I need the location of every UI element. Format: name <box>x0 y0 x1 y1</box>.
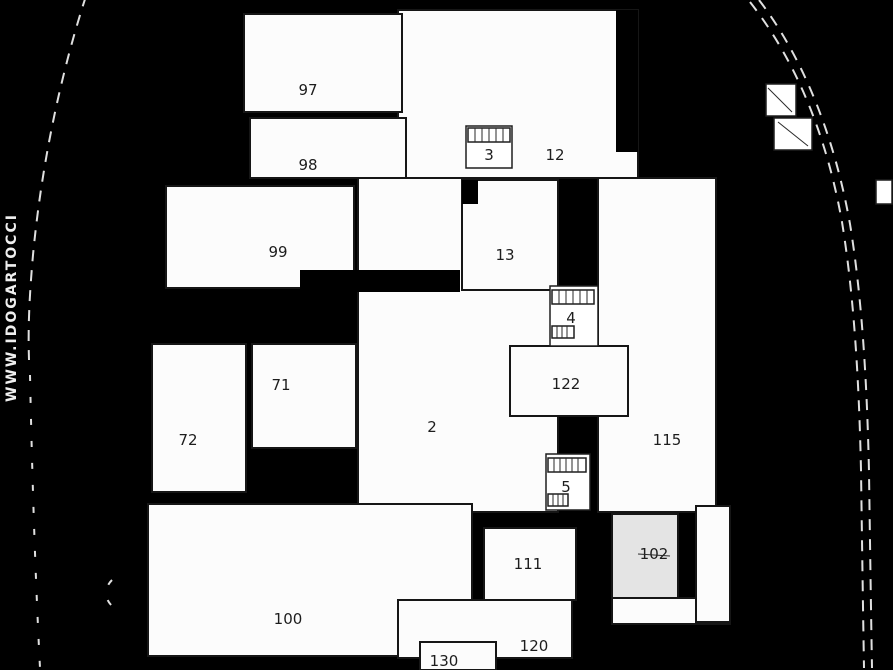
stairs-3-label: 3 <box>484 146 494 164</box>
room-12 <box>397 9 639 179</box>
room-102-strike <box>637 553 671 557</box>
room-99-label: 99 <box>268 243 287 261</box>
corridor-right-vertical <box>695 505 731 623</box>
stairs-3-icon <box>465 125 513 169</box>
wall-top-bar <box>616 10 638 152</box>
boundary-arc-left-lower <box>29 374 41 669</box>
room-115 <box>597 177 717 513</box>
watermark-text: WWW.IDOGARTOCCI <box>4 213 20 402</box>
room-97 <box>243 13 403 113</box>
room-122-label: 122 <box>552 375 581 393</box>
wall-notch-13 <box>462 180 478 204</box>
outbuilding-2 <box>773 117 813 151</box>
room-2-label: 2 <box>427 418 437 436</box>
stairs-4-label: 4 <box>566 309 576 327</box>
boundary-arc-left <box>27 0 86 361</box>
room-102 <box>611 513 679 607</box>
room-13-label: 13 <box>495 246 514 264</box>
room-97-label: 97 <box>298 81 317 99</box>
wall-under-99 <box>300 270 460 292</box>
stairs-5-icon <box>545 453 591 511</box>
room-72-label: 72 <box>178 431 197 449</box>
room-130 <box>419 641 497 670</box>
room-100-label: 100 <box>274 610 303 628</box>
stray-mark-left <box>105 579 113 607</box>
room-111 <box>483 527 577 601</box>
room-120-label: 120 <box>520 637 549 655</box>
room-71-label: 71 <box>271 376 290 394</box>
boundary-marker <box>875 179 893 205</box>
stairs-5-label: 5 <box>561 478 571 496</box>
outbuilding-1 <box>765 83 797 117</box>
room-13 <box>461 179 559 291</box>
room-98 <box>249 117 407 179</box>
boundary-arc-right-outer <box>749 1 865 669</box>
room-98-label: 98 <box>298 156 317 174</box>
room-12-label: 12 <box>545 146 564 164</box>
room-111-label: 111 <box>514 555 543 573</box>
room-102-label: 102 <box>640 545 669 563</box>
room-115-label: 115 <box>653 431 682 449</box>
room-71 <box>251 343 357 449</box>
room-130-label: 130 <box>430 652 459 670</box>
room-72 <box>151 343 247 493</box>
stairs-4-icon <box>549 285 599 347</box>
